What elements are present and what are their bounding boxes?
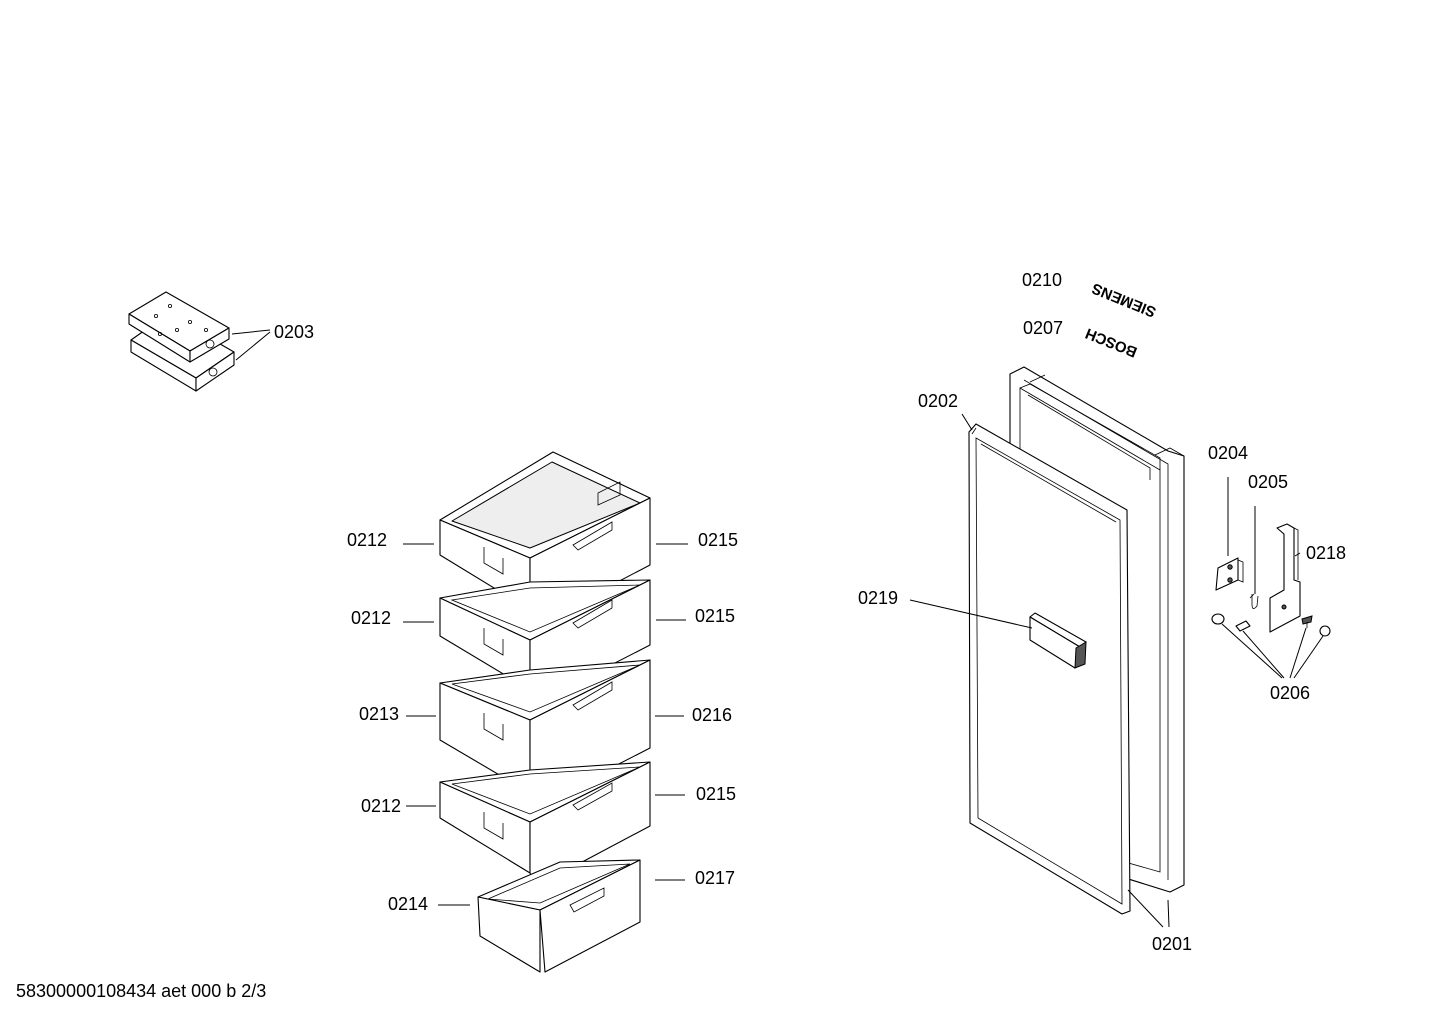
label-0205: 0205: [1248, 472, 1289, 492]
gasket-part-0202: [968, 423, 1131, 915]
hinge-part-0204: [1215, 557, 1244, 591]
label-0217: 0217: [695, 868, 736, 888]
screws-part-0206: [1211, 613, 1331, 637]
compartment-part-0219: [1029, 612, 1087, 669]
drawer-5: [477, 859, 641, 973]
label-0218: 0218: [1306, 543, 1347, 563]
bracket-part-0218: [1269, 523, 1301, 633]
ice-pack-part-0203: [128, 291, 235, 392]
label-0206: 0206: [1270, 683, 1311, 703]
label-0201: 0201: [1152, 934, 1193, 954]
drawer-stack: [439, 451, 651, 973]
label-0207: 0207: [1023, 318, 1064, 338]
label-0214: 0214: [388, 894, 429, 914]
label-0219: 0219: [858, 588, 899, 608]
label-0202: 0202: [918, 391, 959, 411]
label-0215-second: 0215: [695, 606, 736, 626]
label-0213: 0213: [359, 704, 400, 724]
document-id-footer: 58300000108434 aet 000 b 2/3: [16, 981, 267, 1001]
label-0215-fourth: 0215: [696, 784, 737, 804]
label-0212-second: 0212: [351, 608, 392, 628]
label-0215-top: 0215: [698, 530, 739, 550]
label-0212-fourth: 0212: [361, 796, 402, 816]
label-0216: 0216: [692, 705, 733, 725]
label-0212-top: 0212: [347, 530, 388, 550]
label-0204: 0204: [1208, 443, 1249, 463]
label-0210: 0210: [1022, 270, 1063, 290]
label-0203: 0203: [274, 322, 315, 342]
hinge-pin-part-0205: [1249, 593, 1259, 609]
drawer-4: [439, 761, 651, 887]
